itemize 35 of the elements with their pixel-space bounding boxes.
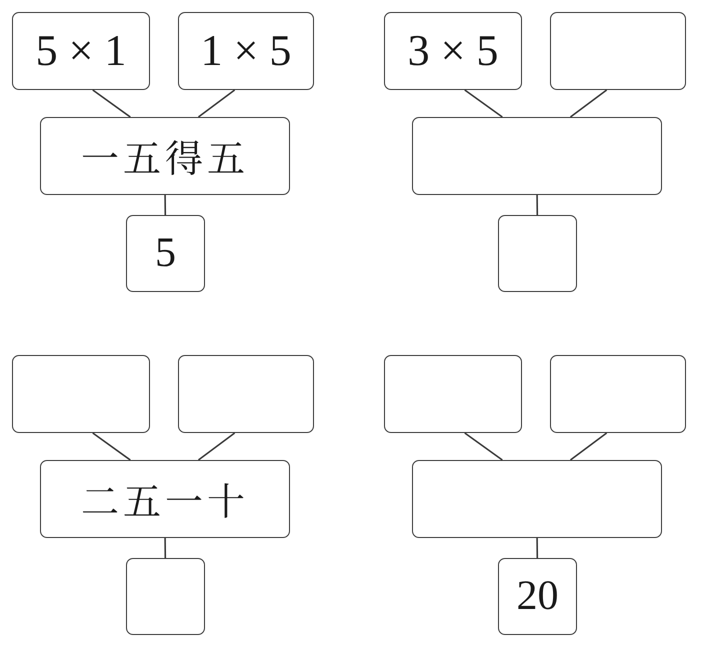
connector-line [570, 89, 608, 118]
product-number: 5 [155, 230, 176, 277]
connector-line [570, 432, 608, 461]
product-number: 20 [516, 573, 558, 620]
connector-line [198, 89, 236, 118]
answer-box [412, 460, 662, 538]
rounded-box [40, 460, 290, 538]
connector-line [536, 538, 538, 558]
connector-line [198, 432, 236, 461]
answer-box [412, 117, 662, 195]
multiplication-expression: 5 × 1 [36, 26, 126, 76]
connector-line [464, 432, 503, 461]
answer-box [12, 355, 150, 433]
rounded-box [178, 12, 314, 90]
connector-line [92, 89, 131, 118]
rounded-box [40, 117, 290, 195]
multiplication-rhyme: 一五得五 [80, 135, 249, 177]
multiplication-expression: 1 × 5 [200, 26, 292, 76]
connector-line [536, 195, 538, 215]
connector-line [164, 538, 166, 558]
multiplication-rhyme: 二五一十 [80, 478, 249, 520]
answer-box [498, 215, 577, 292]
rounded-box [12, 12, 150, 90]
answer-box [550, 12, 686, 90]
answer-box [126, 558, 205, 635]
multiplication-expression: 3 × 5 [408, 26, 498, 76]
rounded-box [126, 215, 205, 292]
connector-line [164, 195, 166, 215]
rounded-box [384, 12, 522, 90]
answer-box [384, 355, 522, 433]
connector-line [92, 432, 131, 461]
answer-box [178, 355, 314, 433]
rounded-box [498, 558, 577, 635]
connector-line [464, 89, 503, 118]
answer-box [550, 355, 686, 433]
